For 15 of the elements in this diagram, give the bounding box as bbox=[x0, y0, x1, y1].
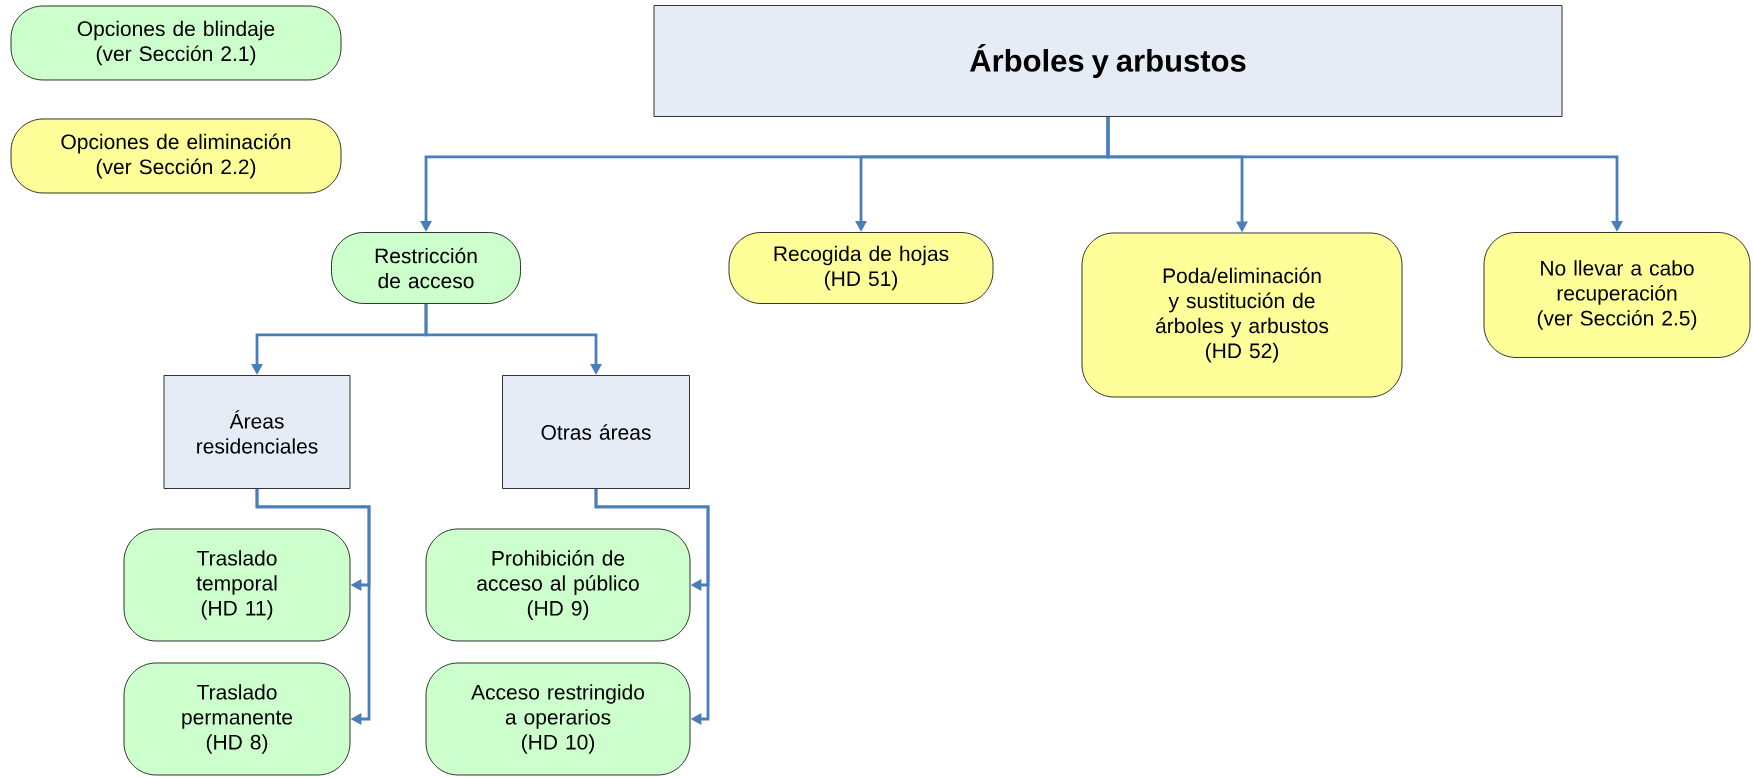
rounded-box: Traslado permanente (HD 8) bbox=[123, 662, 351, 776]
process-box: Áreas residenciales bbox=[163, 375, 351, 489]
rounded-box: Opciones de eliminación (ver Sección 2.2) bbox=[10, 118, 342, 194]
rounded-box: Prohibición de acceso al público (HD 9) bbox=[425, 528, 691, 642]
rounded-box: Restricción de acceso bbox=[331, 232, 521, 304]
title-box: Árboles y arbustos bbox=[653, 5, 1563, 117]
rounded-box: Poda/eliminación y sustitución de árboles y arbustos (HD 52) bbox=[1081, 232, 1403, 398]
arrow bbox=[594, 488, 710, 725]
rounded-box: Traslado temporal (HD 11) bbox=[123, 528, 351, 642]
rounded-box: Acceso restringido a operarios (HD 10) bbox=[425, 662, 691, 776]
process-box: Otras áreas bbox=[502, 375, 690, 489]
rounded-box: Recogida de hojas (HD 51) bbox=[728, 232, 994, 304]
arrow bbox=[255, 488, 371, 725]
rounded-box: Opciones de blindaje (ver Sección 2.1) bbox=[10, 5, 342, 81]
rounded-box: No llevar a cabo recuperación (ver Sección 2.5) bbox=[1483, 232, 1751, 358]
